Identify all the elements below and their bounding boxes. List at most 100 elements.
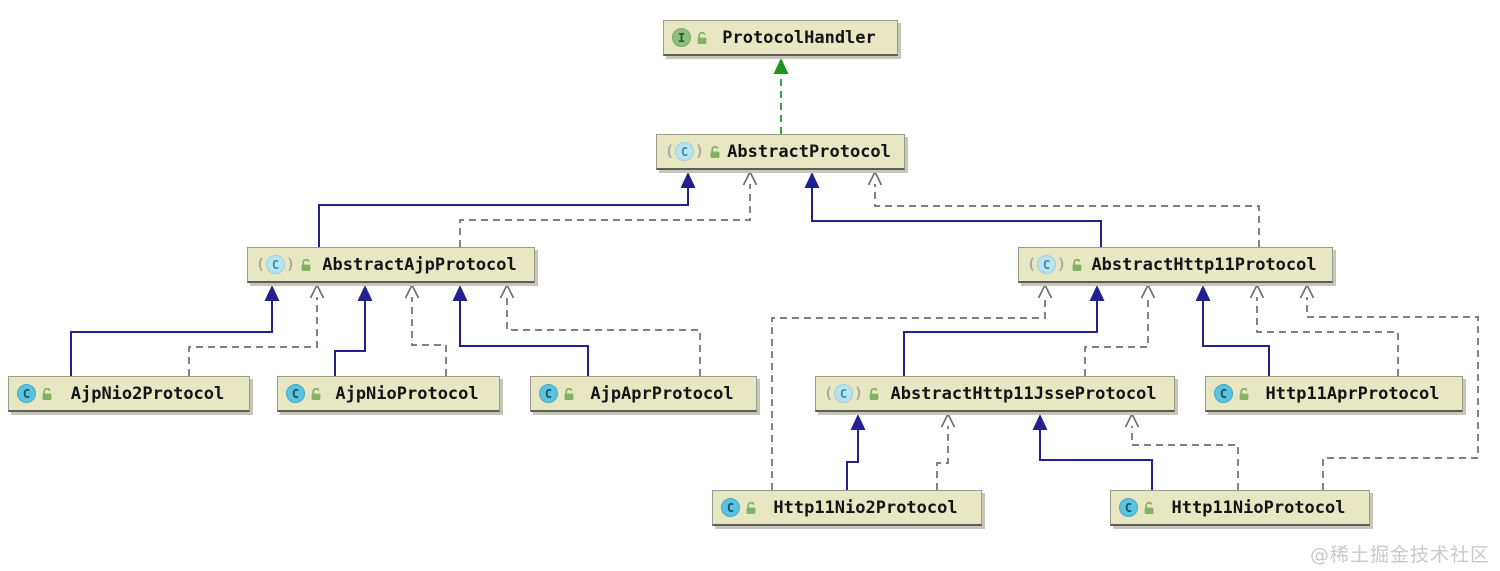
extends-arrowhead xyxy=(452,285,468,301)
class-node-Http11Nio2Protocol[interactable]: C Http11Nio2Protocol xyxy=(712,490,982,526)
class-name-label: ProtocolHandler xyxy=(722,27,876,48)
class-icon: C xyxy=(675,142,695,161)
edge-AjpNioProtocol-to-AbstractAjpProtocol xyxy=(411,297,447,376)
edge-AjpAprProtocol-to-AbstractAjpProtocol xyxy=(506,297,701,376)
lock-icon xyxy=(1144,501,1154,514)
class-name-label: AjpNio2Protocol xyxy=(70,383,225,404)
extends-arrowhead xyxy=(850,414,866,430)
edge-AbstractHttp11JsseProtocol-to-AbstractHttp11Protocol xyxy=(1084,297,1149,376)
lock-icon xyxy=(301,258,311,271)
abstract-class-icon: (C) xyxy=(665,142,704,161)
node-icons: (C) xyxy=(256,255,313,274)
class-node-AbstractHttp11JsseProtocol[interactable]: (C) AbstractHttp11JsseProtocol xyxy=(815,376,1175,412)
lock-icon xyxy=(869,387,879,400)
class-name-label: Http11AprProtocol xyxy=(1265,383,1440,404)
dependency-arrowhead xyxy=(1124,412,1140,428)
lock-icon xyxy=(1072,258,1082,271)
extends-arrowhead xyxy=(1195,285,1211,301)
edge-AbstractHttp11JsseProtocol-to-AbstractHttp11Protocol xyxy=(903,300,1098,376)
dependency-arrowhead xyxy=(499,283,515,299)
class-icon: C xyxy=(539,384,558,403)
class-icon: C xyxy=(721,498,740,517)
class-icon: C xyxy=(17,384,36,403)
dependency-arrowhead xyxy=(404,283,420,299)
extends-arrowhead xyxy=(357,285,373,301)
edge-Http11NioProtocol-to-AbstractHttp11JsseProtocol xyxy=(1131,426,1239,490)
dependency-arrowhead xyxy=(309,283,325,299)
extends-arrowhead xyxy=(1032,414,1048,430)
edge-Http11Nio2Protocol-to-AbstractHttp11JsseProtocol xyxy=(846,429,859,490)
edge-AbstractHttp11Protocol-to-AbstractProtocol xyxy=(874,184,1260,247)
class-node-AbstractHttp11Protocol[interactable]: (C) AbstractHttp11Protocol xyxy=(1018,247,1333,283)
node-icons: C xyxy=(539,384,576,403)
class-node-AbstractAjpProtocol[interactable]: (C)AbstractAjpProtocol xyxy=(247,247,535,283)
abstract-class-icon: (C) xyxy=(824,384,863,403)
extends-arrowhead xyxy=(804,172,820,188)
abstract-paren: ) xyxy=(854,384,864,402)
class-name-label: AbstractHttp11Protocol xyxy=(1091,254,1317,275)
dependency-arrowhead xyxy=(1037,283,1053,299)
abstract-class-icon: (C) xyxy=(1027,255,1066,274)
class-name-label: Http11NioProtocol xyxy=(1171,497,1346,518)
edge-AjpAprProtocol-to-AbstractAjpProtocol xyxy=(459,300,589,376)
class-name-label: AjpNioProtocol xyxy=(335,383,479,404)
dependency-arrowhead xyxy=(1249,283,1265,299)
node-icons: C xyxy=(721,498,758,517)
dependency-arrowhead xyxy=(1299,283,1315,299)
node-icons: C xyxy=(1119,498,1156,517)
lock-icon xyxy=(697,31,707,44)
dependency-arrowhead xyxy=(867,170,883,186)
class-node-AbstractProtocol[interactable]: (C)AbstractProtocol xyxy=(656,134,905,170)
lock-icon xyxy=(710,145,720,158)
edge-Http11AprProtocol-to-AbstractHttp11Protocol xyxy=(1256,297,1399,376)
edge-Http11Nio2Protocol-to-AbstractHttp11JsseProtocol xyxy=(936,426,949,490)
edge-Http11NioProtocol-to-AbstractHttp11JsseProtocol xyxy=(1039,429,1153,490)
class-icon: C xyxy=(1214,384,1233,403)
edge-AjpNioProtocol-to-AbstractAjpProtocol xyxy=(334,300,366,376)
class-icon: C xyxy=(266,255,286,274)
class-node-AjpNioProtocol[interactable]: C AjpNioProtocol xyxy=(277,376,500,412)
abstract-paren: ( xyxy=(665,142,675,160)
class-node-Http11NioProtocol[interactable]: C Http11NioProtocol xyxy=(1110,490,1370,526)
class-node-ProtocolHandler[interactable]: I ProtocolHandler xyxy=(663,20,898,56)
dependency-arrowhead xyxy=(940,412,956,428)
node-icons: (C) xyxy=(1027,255,1084,274)
node-icons: (C) xyxy=(824,384,881,403)
extends-arrowhead xyxy=(680,172,696,188)
edge-AbstractAjpProtocol-to-AbstractProtocol xyxy=(459,184,751,247)
watermark: @稀土掘金技术社区 xyxy=(1309,544,1490,566)
lock-icon xyxy=(42,387,52,400)
abstract-paren: ( xyxy=(256,255,266,273)
class-icon: C xyxy=(834,384,854,403)
edge-Http11AprProtocol-to-AbstractHttp11Protocol xyxy=(1202,300,1270,376)
node-icons: (C) xyxy=(665,142,722,161)
node-icons: I xyxy=(672,28,709,47)
edge-Http11NioProtocol-to-AbstractHttp11Protocol xyxy=(1306,297,1479,490)
class-icon: C xyxy=(1119,498,1138,517)
node-icons: C xyxy=(17,384,54,403)
abstract-paren: ) xyxy=(1057,255,1067,273)
class-name-label: Http11Nio2Protocol xyxy=(773,497,958,518)
lock-icon xyxy=(1239,387,1249,400)
abstract-paren: ) xyxy=(286,255,296,273)
dependency-arrowhead xyxy=(742,170,758,186)
edge-AjpNio2Protocol-to-AbstractAjpProtocol xyxy=(188,297,318,376)
extends-arrowhead xyxy=(773,58,789,74)
abstract-paren: ( xyxy=(824,384,834,402)
node-icons: C xyxy=(286,384,323,403)
edge-Http11Nio2Protocol-to-AbstractHttp11Protocol xyxy=(771,297,1046,490)
extends-arrowhead xyxy=(1089,285,1105,301)
class-name-label: AbstractHttp11JsseProtocol xyxy=(890,383,1157,404)
class-icon: C xyxy=(286,384,305,403)
lock-icon xyxy=(564,387,574,400)
class-node-Http11AprProtocol[interactable]: C Http11AprProtocol xyxy=(1205,376,1463,412)
abstract-paren: ) xyxy=(695,142,705,160)
class-node-AjpNio2Protocol[interactable]: C AjpNio2Protocol xyxy=(8,376,250,412)
abstract-paren: ( xyxy=(1027,255,1037,273)
abstract-class-icon: (C) xyxy=(256,255,295,274)
lock-icon xyxy=(311,387,321,400)
lock-icon xyxy=(746,501,756,514)
